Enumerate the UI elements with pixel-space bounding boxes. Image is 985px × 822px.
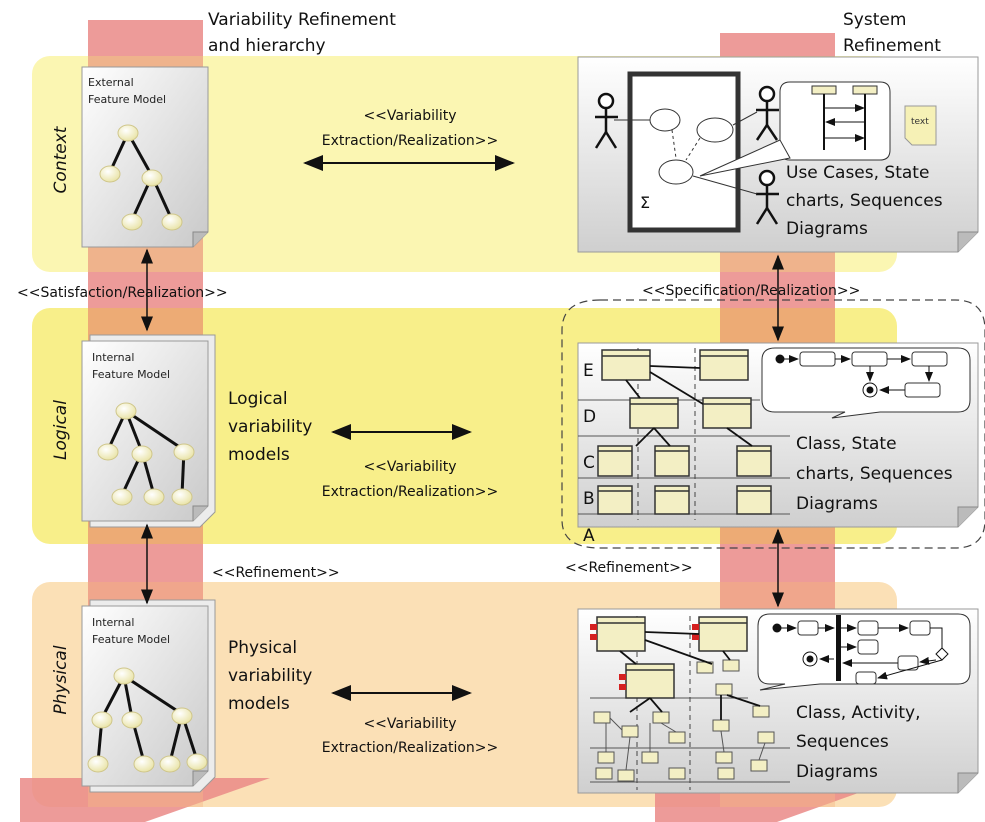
external-fm-label-line1: External xyxy=(88,76,134,89)
logical-system-doc: E D C B A Class, State charts, Sequences… xyxy=(577,342,979,546)
logical-doc-line1: Class, State xyxy=(796,434,897,454)
sigma-symbol: Σ xyxy=(640,193,650,212)
context-system-doc: Σ text Use Cases, State charts, xyxy=(577,56,979,253)
external-fm-label-line2: Feature Model xyxy=(88,93,166,106)
level-letter-d: D xyxy=(583,407,596,427)
system-header-line2: Refinement xyxy=(843,36,941,56)
layer-context: Context xyxy=(51,125,71,193)
logical-variability-line1: Logical xyxy=(228,389,288,409)
logical-variability-line3: models xyxy=(228,445,290,465)
level-letter-a: A xyxy=(583,526,595,546)
extraction-logical-label-2: Extraction/Realization>> xyxy=(322,484,498,500)
logical-variability-line2: variability xyxy=(228,417,312,437)
variability-header-line2: and hierarchy xyxy=(208,36,326,56)
logical-doc-line3: Diagrams xyxy=(796,494,878,514)
physical-variability-line1: Physical xyxy=(228,638,297,658)
internal-fm-logical-label-line1: Internal xyxy=(92,351,134,364)
internal-feature-model-physical-doc: Internal Feature Model xyxy=(81,599,216,793)
context-doc-line3: Diagrams xyxy=(786,219,868,239)
physical-doc-line1: Class, Activity, xyxy=(796,703,921,723)
level-letter-b: B xyxy=(583,489,595,509)
context-doc-line2: charts, Sequences xyxy=(786,191,943,211)
extraction-context-label-1: <<Variability xyxy=(363,108,456,124)
level-letter-c: C xyxy=(583,453,595,473)
extraction-physical-label-1: <<Variability xyxy=(363,716,456,732)
satisfaction-label: <<Satisfaction/Realization>> xyxy=(17,285,228,301)
extraction-logical-label-1: <<Variability xyxy=(363,459,456,475)
refinement-left-label: <<Refinement>> xyxy=(212,565,340,581)
refinement-right-label: <<Refinement>> xyxy=(565,560,693,576)
physical-variability-line2: variability xyxy=(228,666,312,686)
physical-variability-line3: models xyxy=(228,694,290,714)
logical-doc-line2: charts, Sequences xyxy=(796,464,953,484)
external-feature-model-doc: External Feature Model xyxy=(81,66,209,248)
layer-logical: Logical xyxy=(51,400,71,460)
logical-dashed-frame xyxy=(561,299,985,549)
variability-header-line1: Variability Refinement xyxy=(208,10,396,30)
internal-fm-physical-label-line1: Internal xyxy=(92,616,134,629)
system-header-line1: System xyxy=(843,10,906,30)
text-note-icon: text xyxy=(911,117,929,127)
physical-doc-line2: Sequences xyxy=(796,732,889,752)
extraction-context-label-2: Extraction/Realization>> xyxy=(322,133,498,149)
physical-doc-line3: Diagrams xyxy=(796,762,878,782)
internal-feature-model-logical-doc: Internal Feature Model xyxy=(81,334,216,528)
internal-fm-logical-label-line2: Feature Model xyxy=(92,368,170,381)
specification-label: <<Specification/Realization>> xyxy=(642,283,860,299)
layer-physical: Physical xyxy=(51,645,71,714)
internal-fm-physical-label-line2: Feature Model xyxy=(92,633,170,646)
physical-system-doc: Class, Activity, Sequences Diagrams xyxy=(577,608,979,794)
context-doc-line1: Use Cases, State xyxy=(786,163,929,183)
extraction-physical-label-2: Extraction/Realization>> xyxy=(322,740,498,756)
level-letter-e: E xyxy=(583,361,594,381)
